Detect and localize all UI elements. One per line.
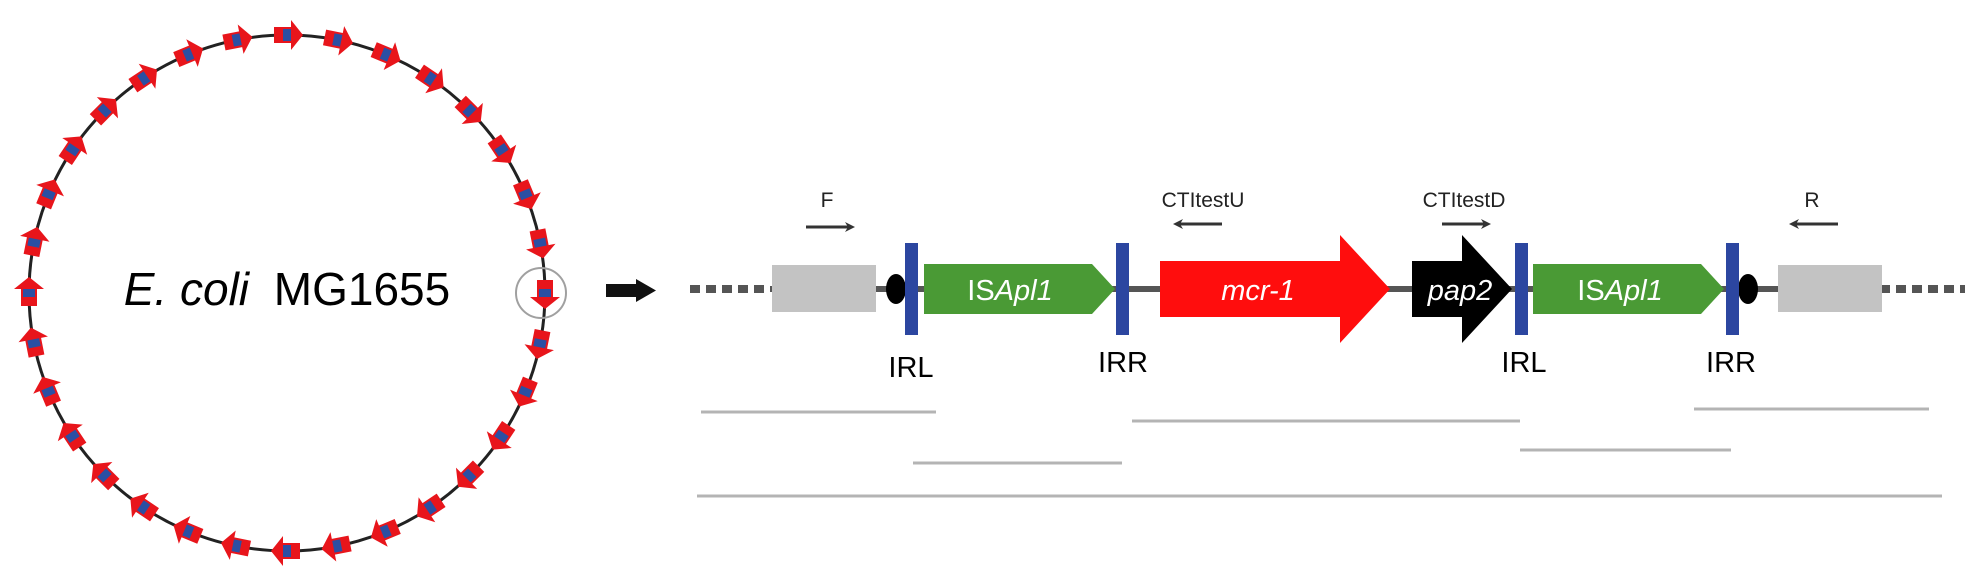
- primer-label-ctitestd: CTItestD: [1423, 189, 1506, 212]
- tsd-oval-right: [1738, 274, 1758, 304]
- insertion-arrow-icon: [18, 327, 48, 358]
- ir-bar-irr-right: [1726, 243, 1739, 335]
- insertion-arrow-icon: [322, 26, 353, 56]
- insertion-arrow-icon: [58, 136, 88, 165]
- primer-label-r: R: [1804, 189, 1819, 212]
- ir-label-irr-left: IRR: [1098, 347, 1148, 379]
- linear-map: ISApl1 mcr-1 pap2 ISApl1 IRL IRR IRL IRR…: [690, 189, 1965, 498]
- insertion-arrow-icon: [513, 179, 541, 210]
- insertion-arrow-icon: [36, 179, 64, 210]
- insertion-markers: [14, 20, 560, 566]
- insertion-arrow-icon: [222, 24, 253, 54]
- genome-label: E. coli MG1655: [124, 263, 450, 315]
- ir-label-irr-right: IRR: [1706, 347, 1756, 379]
- insertion-site-highlight: [515, 267, 567, 319]
- gene-isapl1-left: [924, 264, 1115, 314]
- insertion-arrow-icon: [526, 228, 556, 259]
- gene-pap2: [1412, 235, 1512, 343]
- insertion-arrow-icon: [530, 280, 560, 309]
- insertion-arrow-icon: [274, 20, 303, 50]
- insertion-arrow-icon: [57, 422, 87, 452]
- gene-isapl1-left-label: ISApl1: [967, 275, 1052, 307]
- insertion-arrow-icon: [130, 492, 159, 522]
- insertion-arrow-icon: [20, 227, 50, 258]
- insertion-arrow-icon: [510, 376, 538, 407]
- insertion-arrow-icon: [271, 536, 300, 566]
- right-arrow-icon: [606, 279, 656, 302]
- insertion-arrow-icon: [370, 519, 401, 547]
- ir-bar-irl-left: [905, 243, 918, 335]
- insertion-arrow-icon: [173, 39, 204, 67]
- primer-label-f: F: [821, 189, 834, 212]
- ir-label-irl-right: IRL: [1501, 347, 1546, 379]
- insertion-arrow-icon: [221, 530, 252, 560]
- insertion-arrow-icon: [89, 97, 119, 126]
- gene-mcr1: [1160, 235, 1390, 343]
- insertion-arrow-icon: [33, 376, 61, 407]
- flank-block-right: [1778, 265, 1882, 312]
- ir-bar-irr-left: [1116, 243, 1129, 335]
- insertion-arrow-icon: [454, 95, 483, 125]
- gene-isapl1-right: [1533, 264, 1724, 314]
- genome-label-species: E. coli: [124, 263, 251, 315]
- genome-label-strain: MG1655: [274, 263, 450, 315]
- insertion-arrow-icon: [14, 277, 44, 306]
- insertion-arrow-icon: [487, 134, 517, 164]
- genome-map: E. coli MG1655: [14, 20, 567, 566]
- insertion-arrow-icon: [173, 516, 204, 544]
- ir-label-irl-left: IRL: [888, 352, 933, 384]
- gene-mcr1-label: mcr-1: [1221, 275, 1295, 307]
- insertion-arrow-icon: [416, 493, 446, 523]
- primer-label-ctitestu: CTItestU: [1162, 189, 1245, 212]
- insertion-arrow-icon: [370, 42, 401, 70]
- gene-isapl1-right-label: ISApl1: [1577, 275, 1662, 307]
- insertion-arrow-icon: [321, 532, 352, 562]
- tsd-oval-left: [886, 274, 906, 304]
- insertion-arrow-icon: [524, 328, 554, 359]
- insertion-arrow-icon: [128, 63, 158, 93]
- insertion-arrow-icon: [486, 421, 516, 450]
- gene-pap2-label: pap2: [1427, 275, 1493, 307]
- insertion-arrow-icon: [415, 64, 444, 94]
- insertion-arrow-icon: [455, 460, 485, 489]
- flank-block-left: [772, 265, 876, 312]
- insertion-arrow-icon: [91, 461, 120, 491]
- ir-bar-irl-right: [1515, 243, 1528, 335]
